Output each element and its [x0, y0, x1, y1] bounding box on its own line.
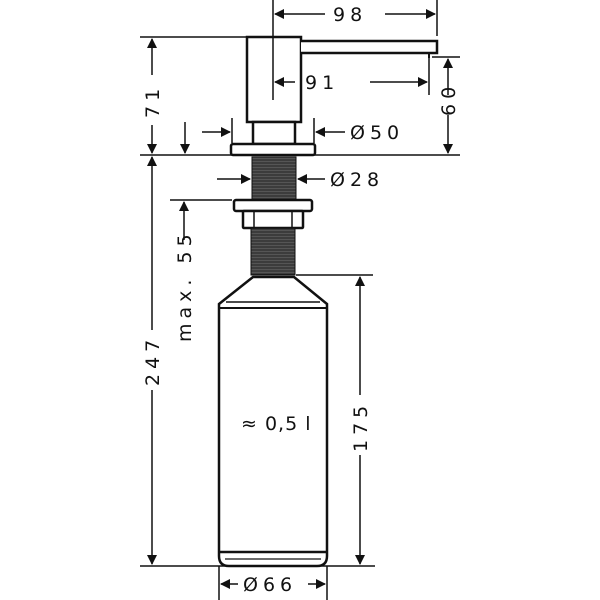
pump-head	[229, 35, 439, 157]
dim-max-55: max. 55	[174, 229, 196, 342]
dim-thread-diameter: Ø28	[330, 169, 384, 191]
dim-71: 71	[142, 84, 164, 118]
dim-175: 175	[350, 401, 372, 452]
thread-upper	[251, 156, 297, 200]
dim-60: 60	[438, 82, 460, 116]
capacity-label: ≈ 0,5 l	[241, 413, 312, 435]
dim-91: 91	[305, 72, 339, 94]
dim-collar-diameter: Ø50	[350, 122, 404, 144]
dim-bottle-diameter: Ø66	[243, 574, 297, 596]
thread-lower	[250, 227, 296, 276]
dim-98: 98	[333, 4, 367, 26]
dim-247: 247	[142, 335, 164, 386]
mounting-nut	[232, 198, 314, 230]
